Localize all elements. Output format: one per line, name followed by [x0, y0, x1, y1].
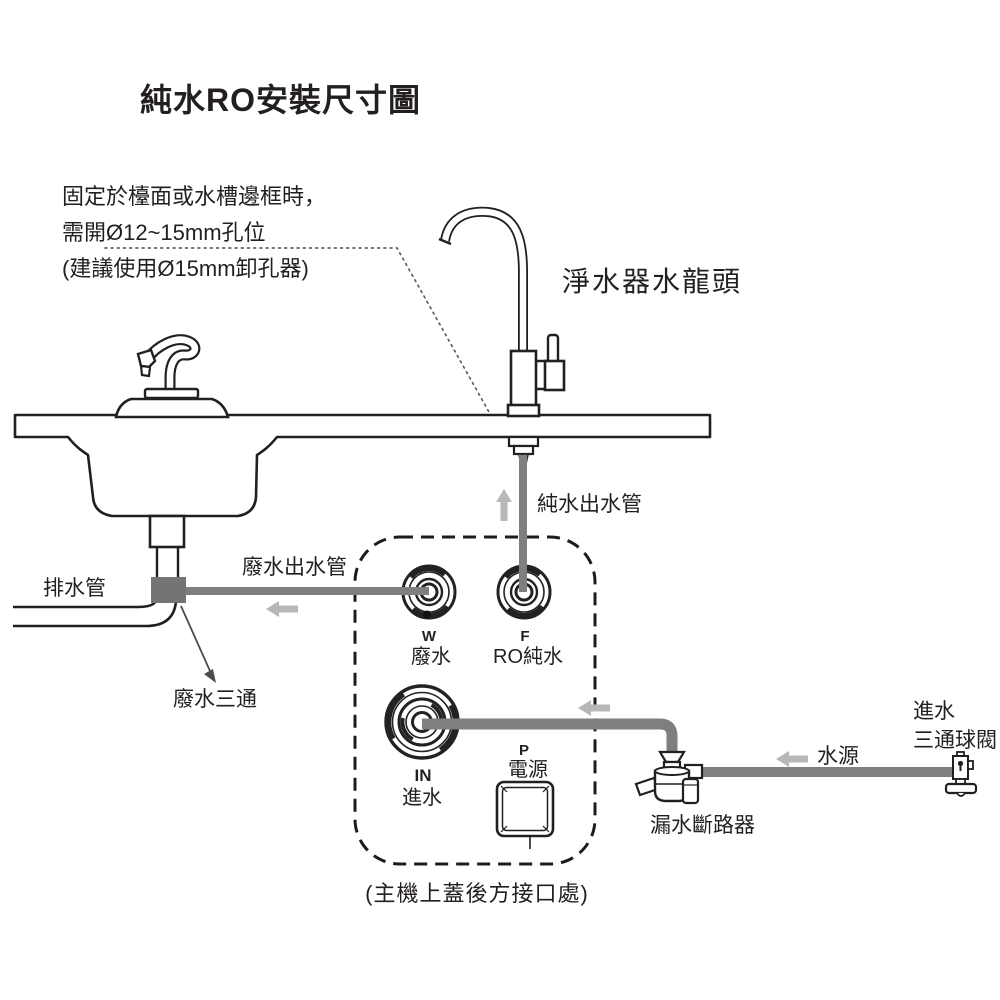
main-unit-dashed-box — [353, 535, 597, 866]
port-in-code: IN — [414, 766, 432, 785]
mounting-note-line3: (建議使用Ø15mm卸孔器) — [62, 256, 309, 281]
port-p-name: 電源 — [508, 759, 548, 781]
waste-tee-label: 廢水三通 — [173, 688, 257, 711]
port-p-code: P — [518, 742, 530, 759]
bottom-caption: (主機上蓋後方接口處) — [365, 881, 589, 906]
mounting-note-line1: 固定於檯面或水槽邊框時， — [62, 184, 327, 209]
drain-pipe-art — [13, 599, 178, 628]
pure-pipe-label: 純水出水管 — [537, 493, 642, 516]
waste-pipe-label: 廢水出水管 — [242, 556, 347, 579]
port-f-name: RO純水 — [493, 646, 563, 668]
leak-breaker-icon — [634, 750, 704, 805]
port-in-name: 進水 — [402, 787, 442, 809]
mounting-note-line2: 需開Ø12~15mm孔位 — [62, 220, 266, 245]
leak-breaker-label: 漏水斷路器 — [650, 814, 755, 837]
flow-arrow-pure — [496, 489, 512, 521]
page-title: 純水RO安裝尺寸圖 — [140, 82, 422, 118]
kitchen-faucet — [114, 334, 230, 419]
inlet-valve-label-line1: 進水 — [913, 700, 955, 723]
ro-faucet-label: 淨水器水龍頭 — [562, 266, 743, 297]
drain-pipe-label: 排水管 — [43, 577, 106, 600]
leader-arrow — [180, 605, 216, 683]
port-f-code: F — [520, 628, 530, 645]
flow-arrow-inlet — [578, 700, 610, 716]
leader-dotted-line — [104, 247, 504, 438]
port-w-code: W — [421, 628, 437, 645]
power-socket-icon — [495, 780, 555, 849]
port-w-dot — [423, 610, 431, 619]
sink-drain — [148, 514, 186, 578]
water-source-label: 水源 — [817, 745, 859, 768]
counter-and-sink — [13, 413, 712, 518]
ro-faucet — [438, 206, 566, 463]
ball-valve-icon — [944, 751, 978, 797]
port-w-name: 廢水 — [411, 646, 451, 668]
inlet-valve-label-line2: 三通球閥 — [913, 729, 997, 752]
faucet-handle-lever — [546, 333, 560, 366]
flow-arrow-waste — [266, 601, 298, 617]
flow-arrow-source — [776, 751, 808, 767]
inlet-pipe — [422, 718, 678, 755]
waste-tee-block — [151, 577, 186, 603]
